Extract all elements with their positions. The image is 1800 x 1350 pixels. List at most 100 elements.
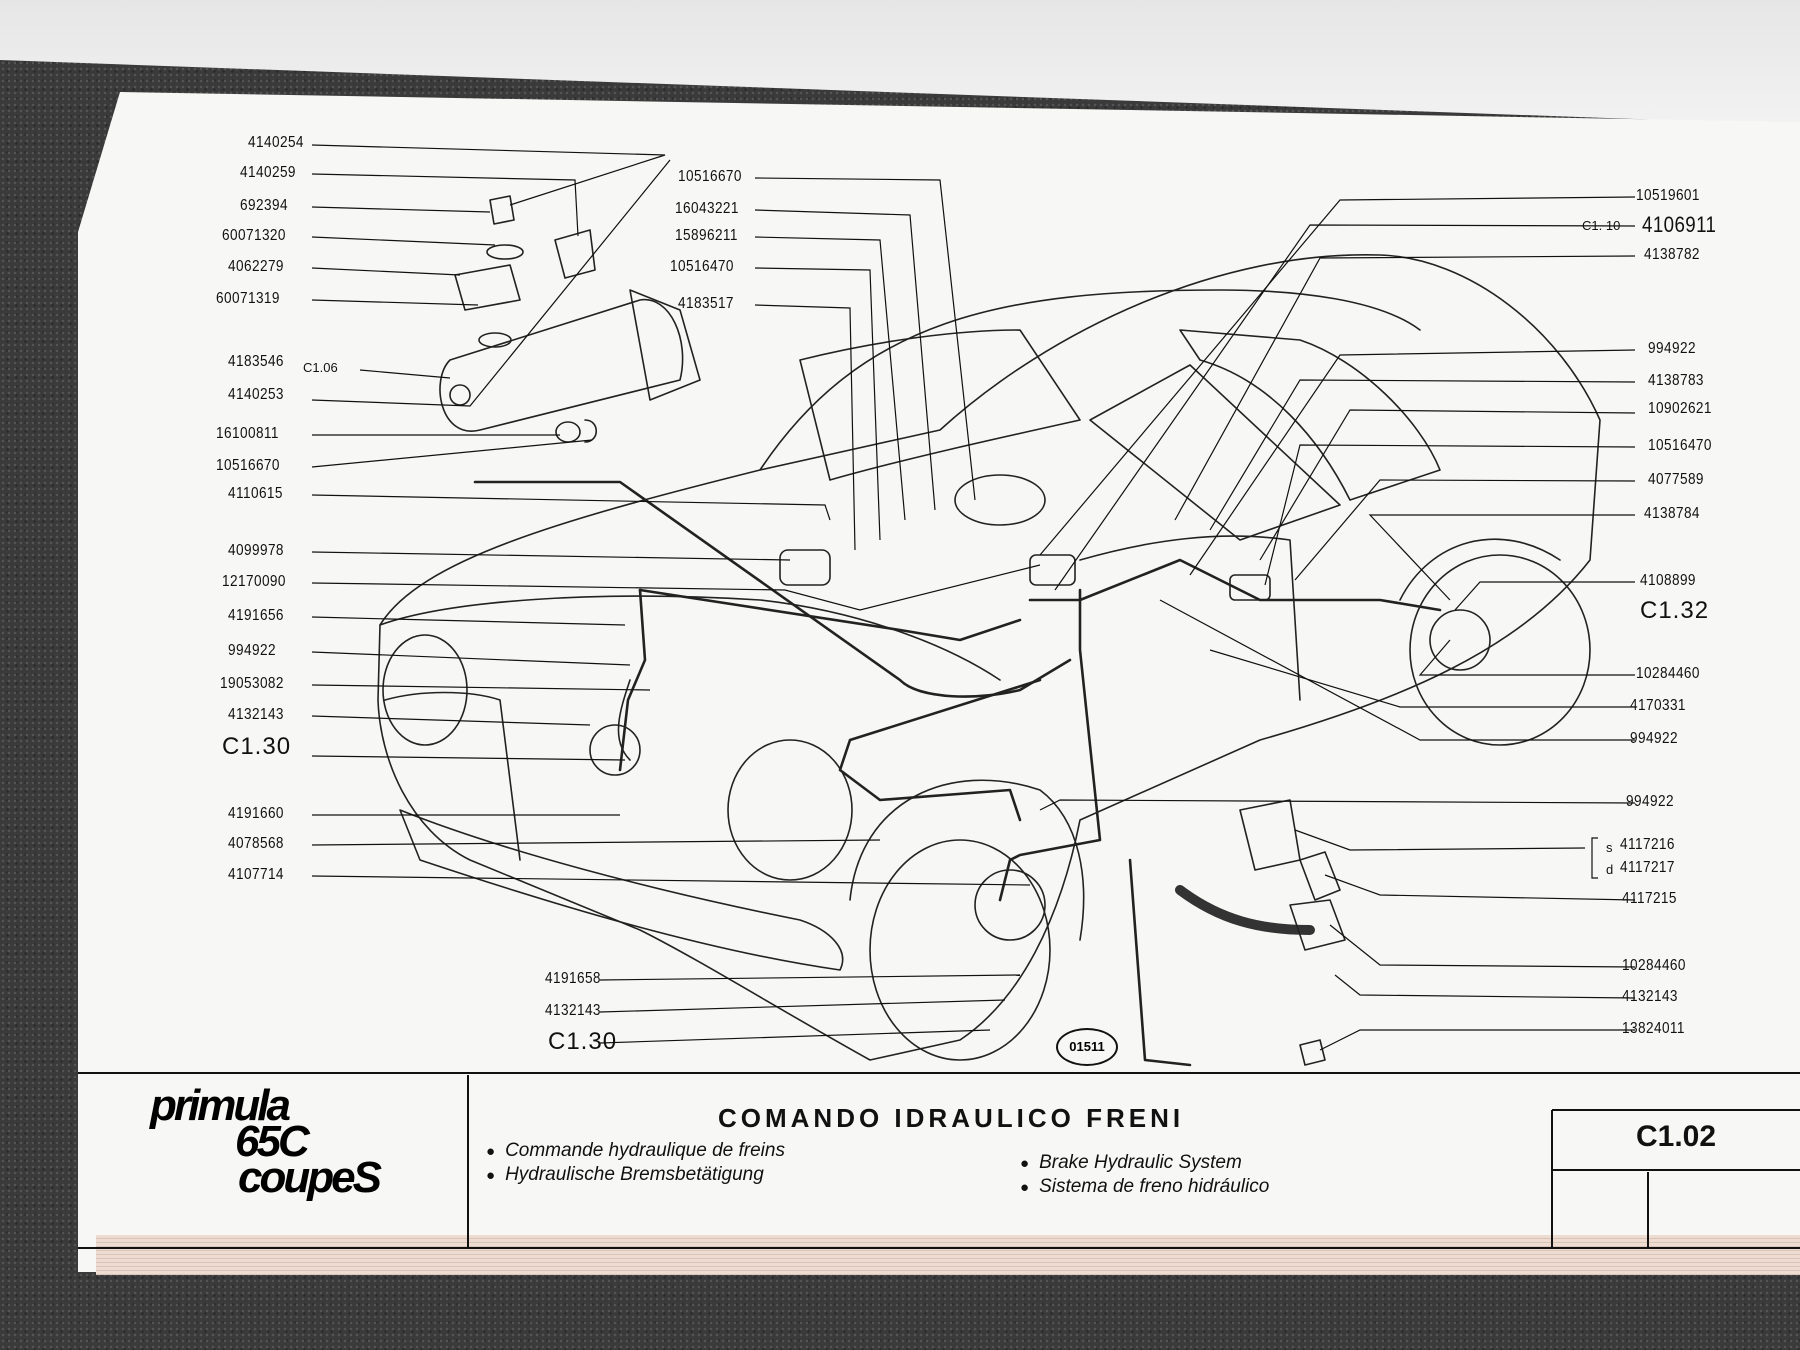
hood <box>379 595 1001 681</box>
nut <box>555 421 581 443</box>
part-number: 4107714 <box>228 866 284 883</box>
brake-line-rear-front <box>998 588 1102 902</box>
windshield <box>799 329 1081 481</box>
part-number: 692394 <box>240 197 288 214</box>
part-number: 10516670 <box>678 168 742 185</box>
rear-window <box>1179 329 1441 501</box>
caliper-rear <box>1429 609 1491 671</box>
brake-line-return <box>1128 858 1192 1067</box>
part-number: 4117217 <box>1620 859 1675 876</box>
part-number: 4140254 <box>248 134 304 151</box>
section-ref: C1.30 <box>548 1028 618 1055</box>
side-window <box>1089 364 1341 541</box>
brake-valve <box>1029 554 1076 586</box>
brake-line-to-front-right <box>838 678 1042 822</box>
page-stack-edge <box>96 1235 1800 1275</box>
part-number: 4140253 <box>228 386 284 403</box>
part-number: 4110615 <box>228 485 283 502</box>
pressure-regulator <box>779 549 831 586</box>
part-number: 4138784 <box>1644 505 1700 522</box>
car-outline <box>377 254 1601 1061</box>
washer-top <box>486 244 524 260</box>
mounting-flange <box>629 289 701 401</box>
leader-lines <box>311 144 1636 1051</box>
part-number: 10902621 <box>1648 400 1712 417</box>
washer-bottom <box>478 332 512 348</box>
section-ref: C1.30 <box>222 733 292 760</box>
master-cylinder-port <box>449 384 471 406</box>
part-number: 10284460 <box>1636 665 1700 682</box>
reservoir-block <box>454 264 521 311</box>
headlight-left <box>382 634 468 746</box>
part-number: 4170331 <box>1630 697 1686 714</box>
brake-line-front-left <box>618 588 647 772</box>
part-number: 4099978 <box>228 542 284 559</box>
figure-number-badge: 01511 <box>1056 1028 1118 1066</box>
part-number: 4077589 <box>1648 471 1704 488</box>
section-ref-c110: C1. 10 <box>1582 218 1621 233</box>
part-number: 15896211 <box>675 227 738 244</box>
title-es: Sistema de freno hidráulico <box>1020 1176 1269 1198</box>
switch-fitting <box>554 229 596 279</box>
part-number: 4138782 <box>1644 246 1700 263</box>
part-number: 994922 <box>1626 793 1674 810</box>
part-number: 4138783 <box>1648 372 1704 389</box>
headlight-right <box>727 739 853 881</box>
caliper-front-left <box>589 724 641 776</box>
page-title: COMANDO IDRAULICO FRENI <box>718 1103 1185 1133</box>
part-number: 16043221 <box>675 200 739 217</box>
part-number: 60071319 <box>216 290 280 307</box>
part-number: 10516670 <box>216 457 280 474</box>
bleeder-bolt <box>489 195 515 225</box>
section-code: C1.02 <box>1636 1120 1717 1153</box>
rear-hose <box>1175 885 1315 935</box>
banjo-fitting <box>1289 899 1346 951</box>
part-number: 10516470 <box>1648 437 1712 454</box>
part-number: 4106911 <box>1642 212 1717 237</box>
catalog-page <box>78 92 1800 1272</box>
section-ref: C1.32 <box>1640 597 1710 624</box>
part-number: 4117216 <box>1620 836 1675 853</box>
junction-block <box>1229 574 1271 601</box>
part-number: 13824011 <box>1622 1020 1685 1037</box>
section-ref-c106: C1.06 <box>303 360 338 375</box>
side-bracket <box>1591 837 1598 879</box>
part-number: 12170090 <box>222 573 286 590</box>
model-logo: primula 65C coupeS <box>150 1081 420 1202</box>
part-number: 10519601 <box>1636 187 1700 204</box>
part-number: 4132143 <box>228 706 284 723</box>
side-right-marker: d <box>1606 862 1614 877</box>
title-fr: Commande hydraulique de freins <box>486 1140 785 1162</box>
brake-line-main <box>473 480 1072 698</box>
front-wheel-arch <box>849 779 1085 941</box>
bumper <box>399 809 844 971</box>
side-left-marker: s <box>1606 840 1613 855</box>
door-line <box>1079 535 1301 701</box>
clip <box>584 419 598 443</box>
part-number: 4191658 <box>545 970 601 987</box>
part-number: 994922 <box>228 642 276 659</box>
part-number: 4191656 <box>228 607 284 624</box>
part-number: 4183517 <box>678 295 734 312</box>
bracket <box>1239 799 1301 871</box>
part-number: 4132143 <box>1622 988 1678 1005</box>
part-number: 19053082 <box>220 675 284 692</box>
logo-line-1: primula <box>150 1081 291 1130</box>
part-number: 4117215 <box>1622 890 1677 907</box>
part-number: 60071320 <box>222 227 286 244</box>
part-number: 4140259 <box>240 164 296 181</box>
part-number: 4183546 <box>228 353 284 370</box>
logo-line-3: coupeS <box>238 1153 382 1202</box>
roof-line <box>759 289 1421 471</box>
front-wheel <box>869 839 1051 1061</box>
rear-wheel <box>1409 554 1591 746</box>
logo-line-2: 65C <box>235 1117 310 1166</box>
master-cylinder <box>439 299 684 432</box>
part-number: 10284460 <box>1622 957 1686 974</box>
brake-line-cross <box>638 588 1022 642</box>
brake-line-to-rear <box>1028 558 1442 612</box>
part-number: 4132143 <box>545 1002 601 1019</box>
bolt <box>1299 851 1341 901</box>
part-number: 16100811 <box>216 425 279 442</box>
